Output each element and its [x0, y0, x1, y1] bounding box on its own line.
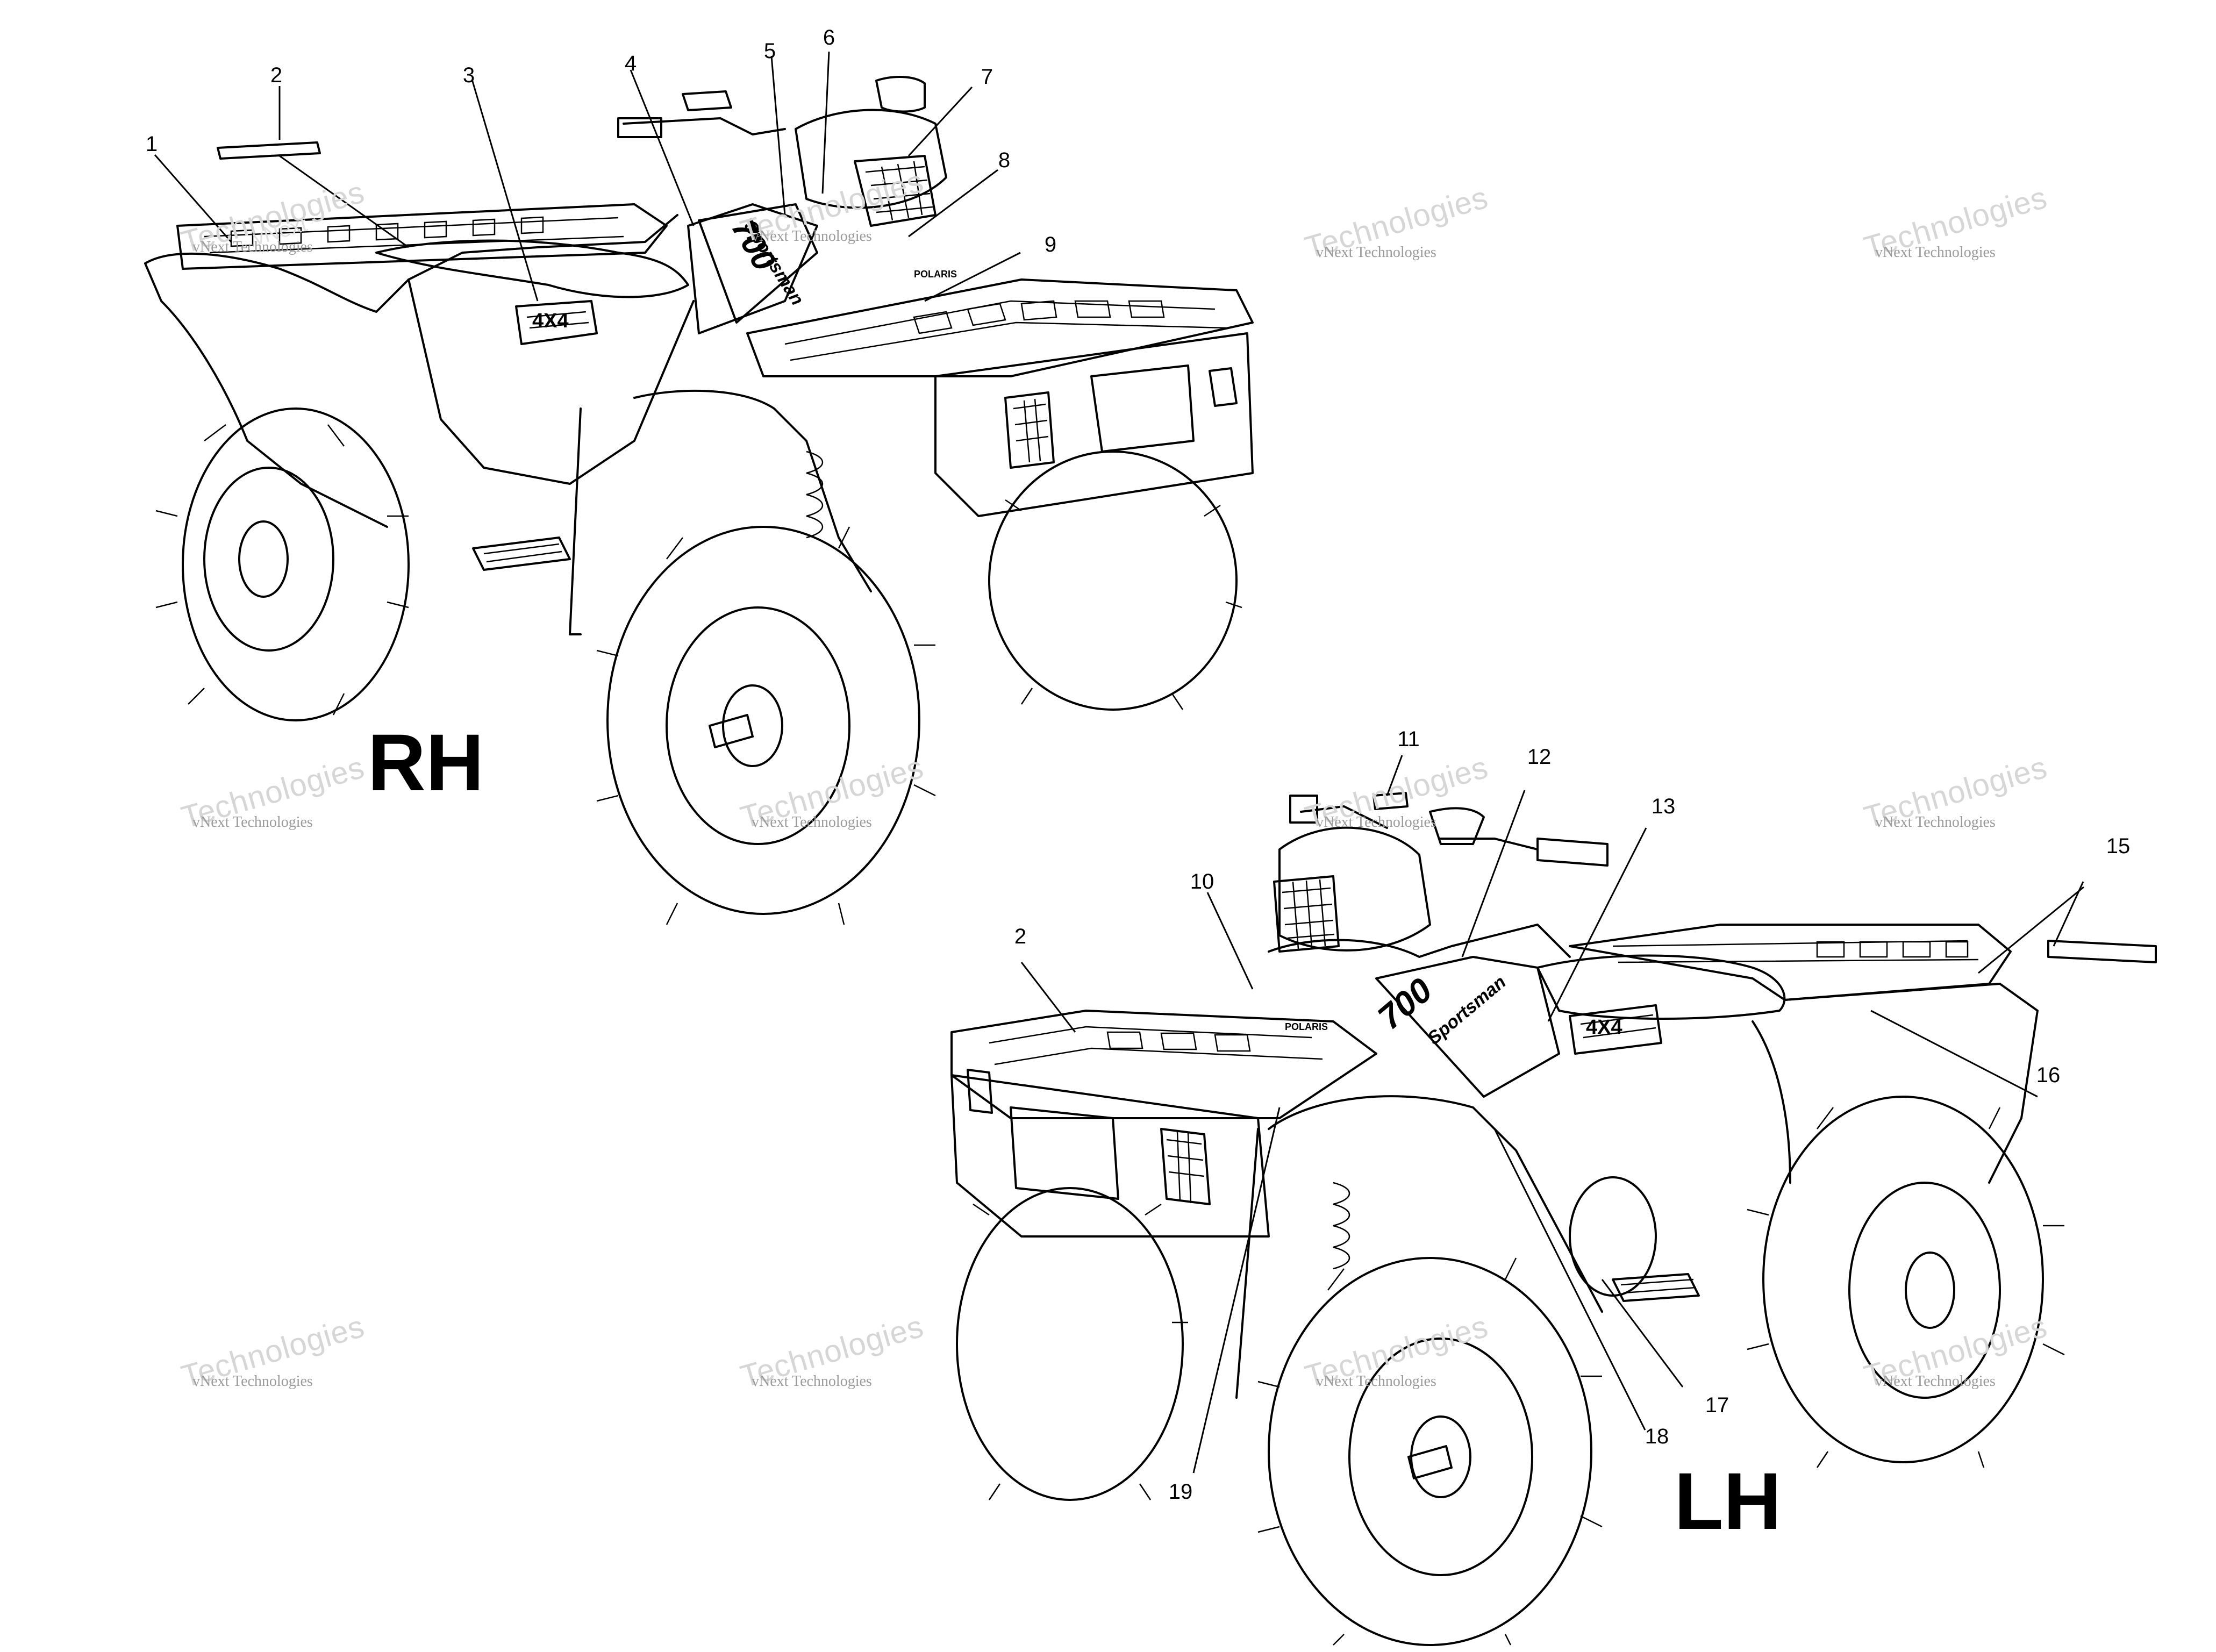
callout-15: 15: [2106, 834, 2131, 858]
callout-12: 12: [1527, 745, 1552, 769]
callout-10: 10: [1190, 870, 1214, 893]
atv-left-hand-view: [950, 795, 2065, 1646]
decal-strip-rh: [217, 141, 321, 160]
decal-brand-lh: POLARIS: [1285, 1021, 1328, 1032]
callout-4: 4: [624, 52, 637, 75]
callout-8: 8: [998, 148, 1011, 172]
callout-19: 19: [1168, 1480, 1193, 1504]
lh-view-label: LH: [1674, 1456, 1782, 1546]
decal-badge-lh: 4X4: [1586, 1016, 1622, 1039]
callout-2: 2: [270, 63, 283, 87]
callout-5: 5: [763, 39, 776, 63]
callout-3: 3: [462, 63, 475, 87]
decal-small-11: [1373, 792, 1409, 810]
callout-7: 7: [981, 65, 993, 89]
callout-11: 11: [1397, 727, 1420, 751]
decal-strip-lh: [2047, 940, 2157, 963]
callout-17: 17: [1705, 1393, 1729, 1417]
callout-1: 1: [145, 132, 158, 156]
callout-13: 13: [1651, 795, 1676, 818]
rh-view-label: RH: [367, 717, 484, 807]
callout-2-lh: 2: [1014, 925, 1027, 948]
callout-9: 9: [1044, 233, 1057, 256]
callout-16: 16: [2036, 1063, 2061, 1087]
atv-right-hand-view: [144, 76, 1254, 925]
callout-6: 6: [823, 26, 835, 49]
callout-18: 18: [1645, 1425, 1669, 1448]
decal-brand-rh: POLARIS: [914, 269, 957, 280]
decal-badge-rh: 4X4: [532, 310, 569, 332]
